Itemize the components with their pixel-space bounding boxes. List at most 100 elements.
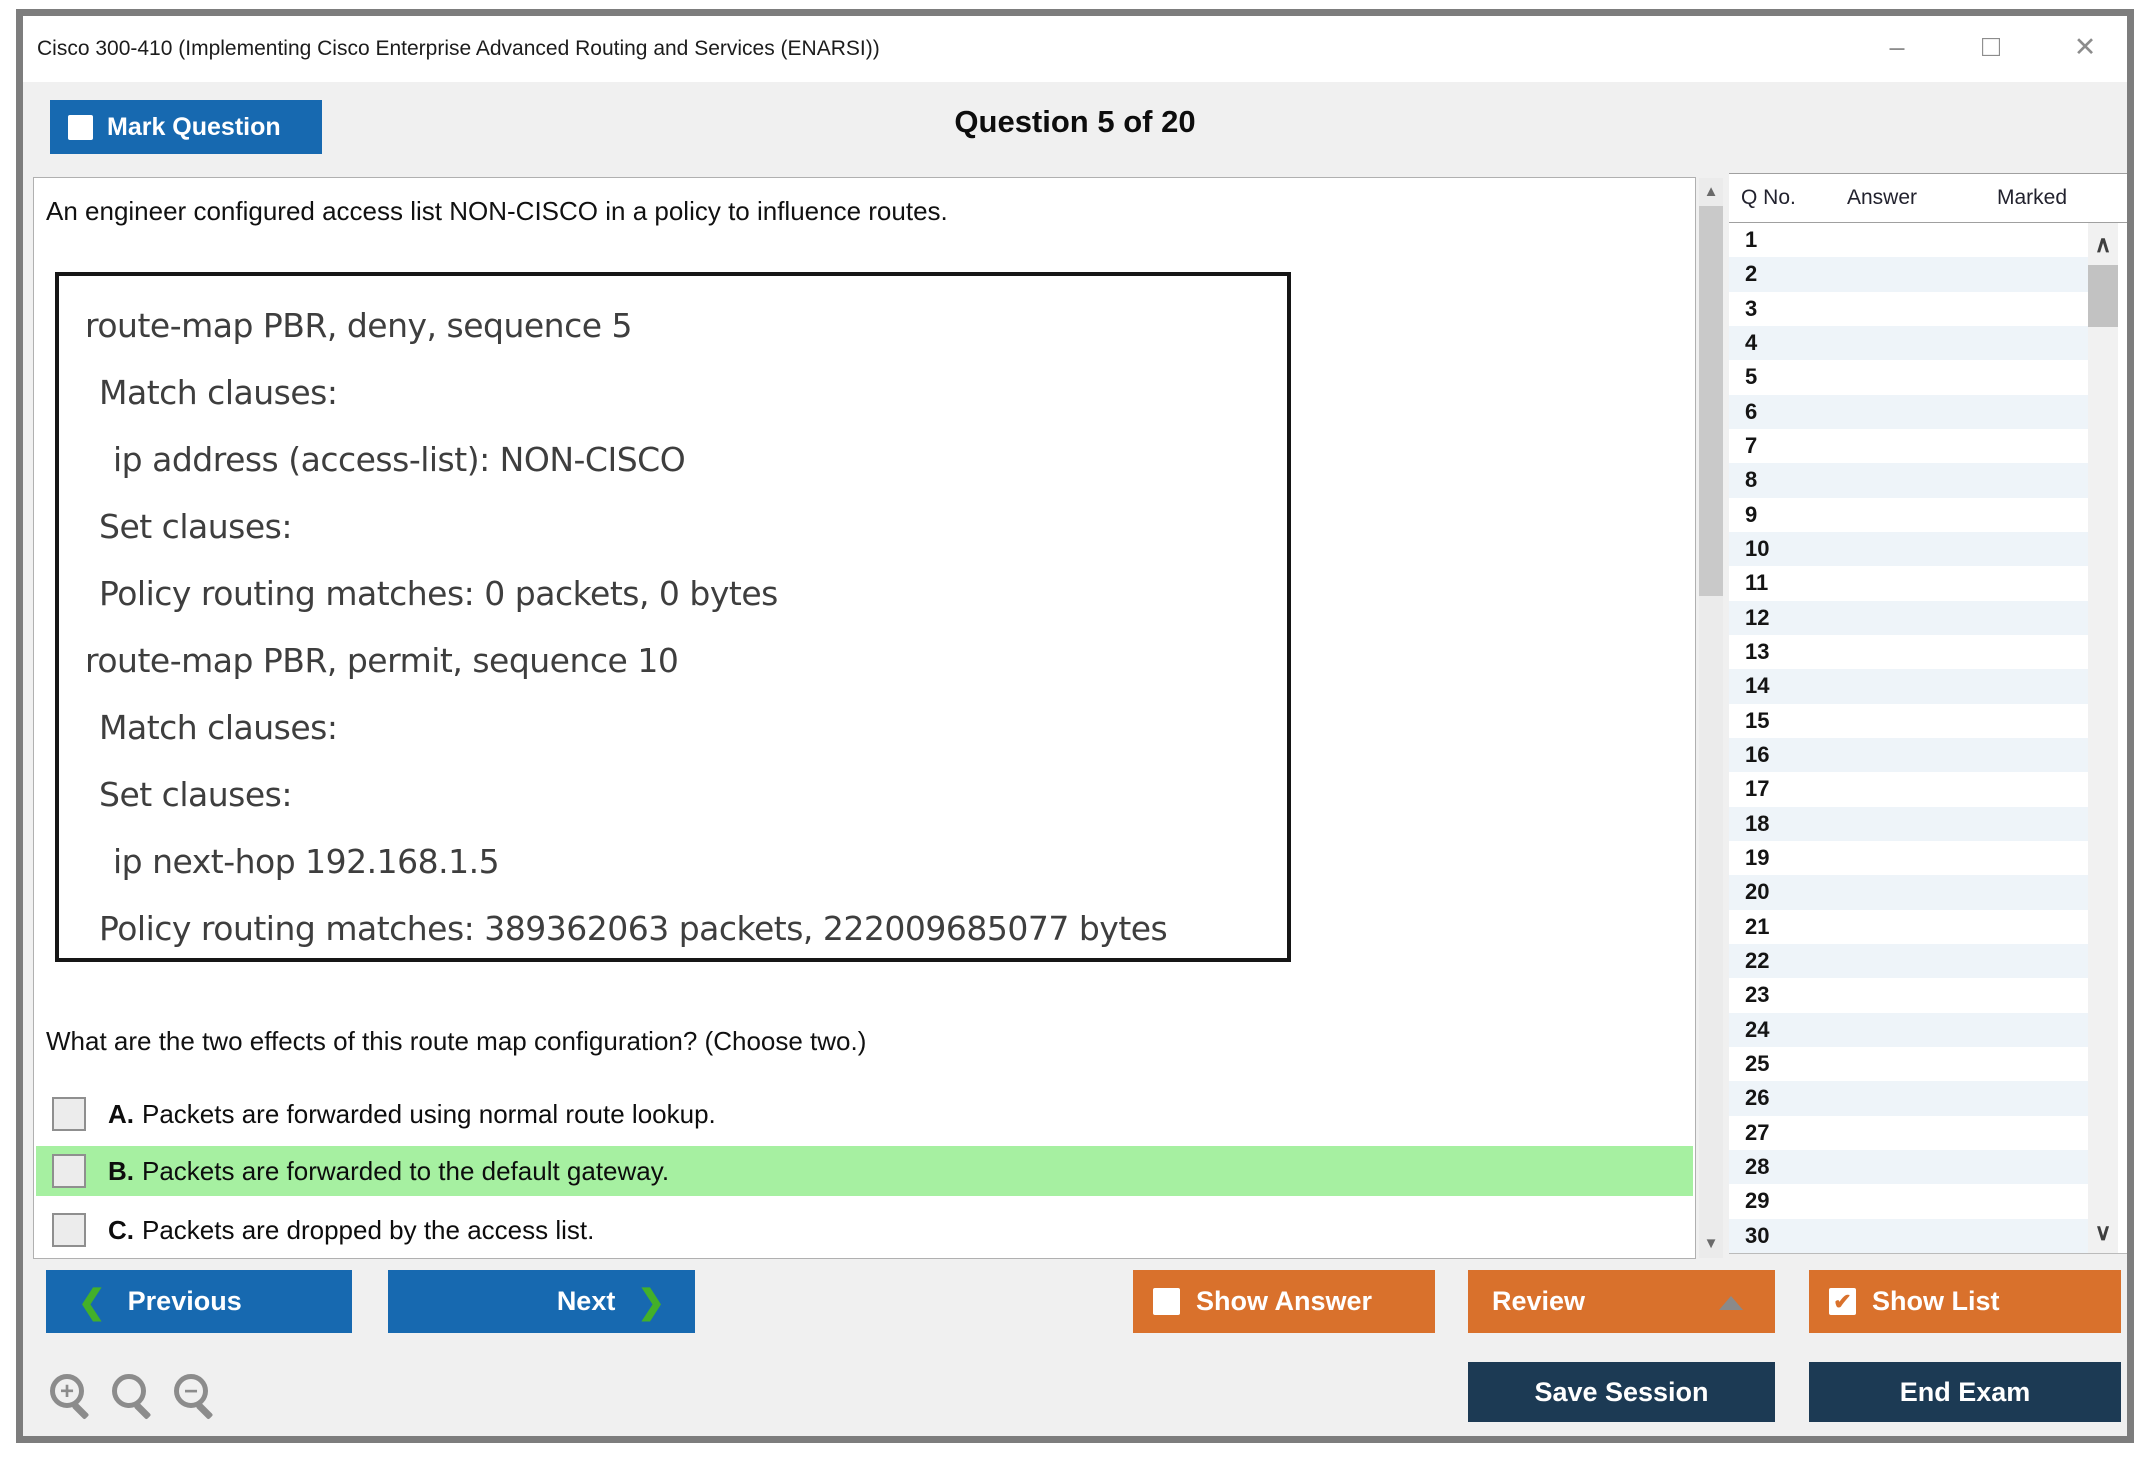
question-list-row[interactable]: 15: [1745, 707, 1770, 733]
magnifier-icon[interactable]: [112, 1374, 158, 1426]
code-line: route-map PBR, permit, sequence 10: [85, 641, 679, 680]
chevron-right-icon: ❯: [637, 1283, 665, 1320]
previous-label: Previous: [127, 1286, 242, 1316]
question-list-row[interactable]: 25: [1745, 1050, 1770, 1076]
question-prompt: What are the two effects of this route m…: [46, 1026, 867, 1056]
question-list-row[interactable]: 4: [1729, 325, 2088, 361]
review-label: Review: [1492, 1286, 1586, 1316]
option-a-checkbox[interactable]: [52, 1097, 86, 1131]
show-answer-button[interactable]: Show Answer: [1133, 1270, 1435, 1333]
question-list-row[interactable]: 12: [1729, 600, 2088, 635]
code-line: route-map PBR, deny, sequence 5: [85, 306, 633, 345]
next-label: Next: [556, 1286, 616, 1316]
answer-option-c[interactable]: C.Packets are dropped by the access list…: [36, 1206, 1693, 1254]
save-session-button[interactable]: Save Session: [1468, 1362, 1775, 1422]
zoom-in-icon[interactable]: +: [50, 1374, 96, 1426]
question-panel: An engineer configured access list NON-C…: [33, 177, 1696, 1259]
option-b-letter: B.: [108, 1155, 134, 1186]
question-list-row[interactable]: 18: [1729, 806, 2088, 841]
column-qno: Q No.: [1741, 186, 1796, 209]
question-list-row[interactable]: 2: [1729, 257, 2088, 292]
minimize-icon[interactable]: –: [1889, 32, 1905, 62]
mark-question-label: Mark Question: [107, 112, 281, 141]
question-list-row[interactable]: 6: [1729, 394, 2088, 429]
end-exam-label: End Exam: [1899, 1376, 2031, 1407]
question-list-row[interactable]: 1: [1745, 227, 1758, 252]
question-list-row[interactable]: 26: [1729, 1081, 2088, 1116]
zoom-out-icon[interactable]: −: [174, 1374, 220, 1426]
option-a-text: Packets are forwarded using normal route…: [142, 1098, 716, 1129]
code-line: Set clauses:: [99, 775, 292, 814]
scroll-down-icon[interactable]: ▼: [1703, 1235, 1719, 1252]
scrollbar-thumb[interactable]: [1699, 206, 1723, 596]
question-list-row[interactable]: 14: [1729, 669, 2088, 704]
review-button[interactable]: Review: [1468, 1270, 1775, 1333]
question-list-row[interactable]: 21: [1745, 913, 1770, 939]
question-list-row[interactable]: 29: [1745, 1188, 1770, 1214]
save-session-label: Save Session: [1534, 1376, 1709, 1407]
question-list-row[interactable]: 3: [1745, 295, 1758, 321]
mark-question-checkbox-icon[interactable]: [68, 114, 93, 140]
show-list-button[interactable]: ✔ Show List: [1809, 1270, 2121, 1333]
question-list-row[interactable]: 10: [1729, 531, 2088, 567]
question-list-row[interactable]: 24: [1729, 1012, 2088, 1047]
question-list-row[interactable]: 22: [1729, 943, 2088, 979]
show-answer-label: Show Answer: [1196, 1286, 1373, 1316]
code-line: Match clauses:: [99, 373, 338, 412]
zoom-controls: + −: [50, 1374, 220, 1426]
question-list-row[interactable]: 19: [1745, 844, 1770, 870]
answer-option-a[interactable]: A. Packets are forwarded using normal rou…: [36, 1090, 1693, 1138]
question-counter: Question 5 of 20: [954, 104, 1196, 139]
question-list-row[interactable]: 11: [1745, 570, 1769, 596]
question-list-row[interactable]: 20: [1729, 875, 2088, 910]
column-answer: Answer: [1847, 186, 1918, 209]
question-list-header: Q No. Answer Marked: [1729, 173, 2127, 223]
window-title: Cisco 300-410 (Implementing Cisco Enterp…: [37, 37, 880, 60]
show-list-checked-checkbox-icon[interactable]: ✔: [1829, 1288, 1856, 1315]
question-list-row[interactable]: 16: [1729, 737, 2088, 773]
list-scroll-down-icon[interactable]: ∨: [2094, 1219, 2112, 1245]
question-panel-scrollbar[interactable]: ▲ ▼: [1699, 178, 1723, 1258]
next-button[interactable]: Next ❯: [388, 1270, 695, 1333]
answer-option-b-highlighted[interactable]: B. Packets are forwarded to the default g…: [36, 1146, 1693, 1196]
question-list-row[interactable]: 28: [1729, 1149, 2088, 1185]
question-list-row[interactable]: 17: [1745, 776, 1770, 802]
question-list-row[interactable]: 8: [1729, 463, 2088, 498]
question-list-row[interactable]: 23: [1745, 982, 1770, 1008]
option-b-checkbox[interactable]: [52, 1154, 86, 1188]
question-list-row[interactable]: 9: [1745, 501, 1758, 527]
code-line: ip next-hop 192.168.1.5: [113, 842, 500, 881]
option-b-text: Packets are forwarded to the default gat…: [142, 1155, 670, 1186]
show-answer-checkbox-icon[interactable]: [1153, 1288, 1180, 1315]
option-c-letter: C.: [108, 1214, 134, 1245]
chevron-left-icon: ❮: [78, 1283, 106, 1320]
mark-question-button[interactable]: Mark Question: [50, 100, 322, 154]
close-icon[interactable]: ✕: [2073, 32, 2097, 62]
question-list-row[interactable]: 5: [1745, 364, 1758, 390]
question-list-row[interactable]: 7: [1745, 432, 1758, 458]
scroll-up-icon[interactable]: ▲: [1703, 183, 1719, 200]
title-bar: Cisco 300-410 (Implementing Cisco Enterp…: [23, 16, 2127, 82]
show-list-label: Show List: [1872, 1286, 2000, 1316]
question-list-row[interactable]: 27: [1745, 1119, 1770, 1145]
exam-window: Cisco 300-410 (Implementing Cisco Enterp…: [16, 9, 2134, 1443]
question-intro: An engineer configured access list NON-C…: [46, 196, 948, 226]
list-scroll-up-icon[interactable]: ∧: [2094, 231, 2112, 257]
column-marked: Marked: [1997, 186, 2068, 209]
question-list-scrollbar[interactable]: ∧ ∨: [2088, 223, 2118, 1253]
question-list-row[interactable]: 13: [1745, 638, 1770, 664]
end-exam-button[interactable]: End Exam: [1809, 1362, 2121, 1422]
question-list-row[interactable]: 30: [1729, 1218, 2088, 1253]
code-line: Policy routing matches: 0 packets, 0 byt…: [99, 574, 778, 613]
code-line: Set clauses:: [99, 507, 292, 546]
code-line: ip address (access-list): NON-CISCO: [113, 440, 686, 479]
list-scrollbar-thumb[interactable]: [2088, 265, 2118, 327]
triangle-up-icon: [1719, 1296, 1743, 1310]
option-c-checkbox[interactable]: [52, 1213, 86, 1247]
previous-button[interactable]: ❮ Previous: [46, 1270, 352, 1333]
option-a-letter: A.: [108, 1098, 134, 1129]
code-line: Match clauses:: [99, 708, 338, 747]
maximize-icon[interactable]: □: [1981, 30, 2001, 63]
